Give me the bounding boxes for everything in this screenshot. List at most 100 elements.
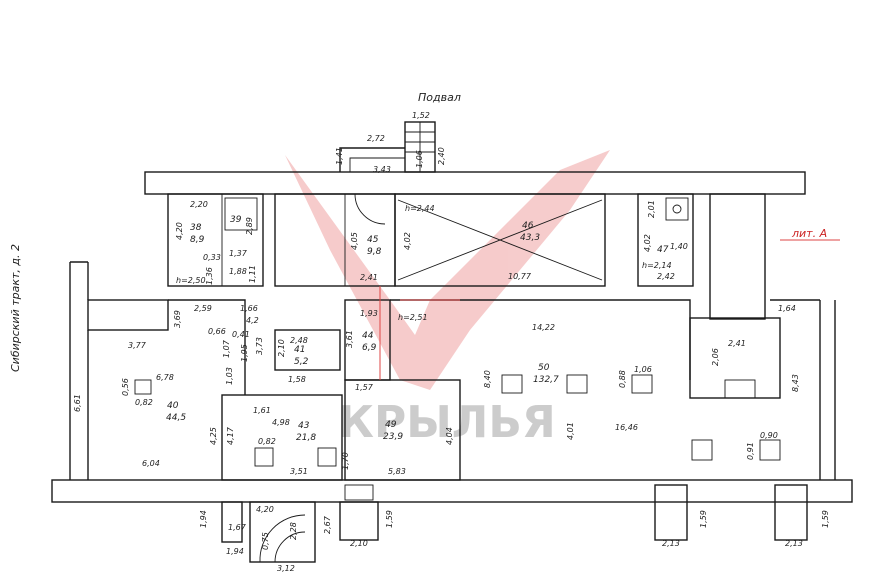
room-area: 132,7 (533, 375, 559, 385)
dimension: 1,37 (229, 249, 248, 258)
room-number: 41 (294, 345, 305, 355)
room-number: 38 (190, 223, 202, 233)
dimension: 2,41 (360, 273, 378, 282)
street-label: Сибирский тракт, д. 2 (9, 244, 22, 372)
watermark-logo (285, 150, 610, 390)
dimension: 8,40 (483, 370, 492, 388)
dimension: 2,40 (437, 147, 446, 165)
dimension: 1,58 (288, 375, 306, 384)
room-area: 43,3 (520, 233, 540, 243)
room-number: 44 (362, 331, 374, 341)
walls (51, 121, 853, 563)
dimension: 0,90 (760, 431, 778, 440)
room-number: 47 (657, 245, 669, 255)
dimension: 6,61 (73, 394, 82, 412)
dimension: 4,25 (209, 427, 218, 445)
dimension: 2,67 (323, 515, 332, 534)
room-number: 39 (230, 215, 242, 225)
room-area: 23,9 (383, 432, 403, 442)
dimension: 6,04 (142, 459, 160, 468)
room-number: 50 (538, 363, 550, 373)
dimension: 0,33 (203, 253, 221, 262)
dimension: 2,72 (367, 134, 385, 143)
room-area: 21,8 (296, 433, 316, 443)
dimension: 1,52 (412, 111, 430, 120)
dimension: 1,93 (360, 309, 378, 318)
dimension: 4,20 (175, 222, 184, 240)
dimension: 1,06 (634, 365, 652, 374)
dimension: 3,77 (128, 341, 147, 350)
dimension: 16,46 (615, 423, 638, 432)
dimension: 0,56 (121, 378, 130, 396)
dimension: 14,22 (532, 323, 555, 332)
dimension: 1,70 (341, 452, 350, 470)
dimension: 5,83 (388, 467, 406, 476)
dimension: 1,61 (253, 406, 271, 415)
dimension: 1,11 (248, 265, 257, 283)
dimension: 1,95 (240, 344, 249, 362)
dimension: 2,42 (657, 272, 675, 281)
dimension: 4,05 (350, 232, 359, 250)
dimension: 0,88 (618, 370, 627, 388)
dimension: 1,88 (229, 267, 247, 276)
dimension: 2,10 (277, 339, 286, 357)
dimension: 4,98 (272, 418, 290, 427)
dimension: 2,41 (728, 339, 746, 348)
dimension: 1,41 (335, 147, 344, 165)
dimension: 1,64 (778, 304, 796, 313)
room-area: 44,5 (166, 413, 186, 423)
room-labels: 38 8,9 39 45 9,8 46 43,3 47 41 5,2 44 6,… (166, 215, 669, 443)
dimension: 4,2 (246, 316, 259, 325)
watermark-text: КРЫЛЬЯ (338, 397, 556, 448)
dimension: 1,36 (205, 267, 214, 285)
dimension: 1,59 (821, 510, 830, 528)
dimension: 1,59 (699, 510, 708, 528)
plan-title: Подвал (418, 91, 461, 104)
room-number: 43 (298, 421, 310, 431)
dimension: 8,43 (791, 374, 800, 392)
dimension: 2,28 (289, 522, 298, 540)
dimension: 1,59 (385, 510, 394, 528)
dimension: 1,67 (228, 523, 247, 532)
dimension: 3,12 (277, 564, 295, 573)
dimension: 1,03 (225, 367, 234, 385)
dimension: 2,10 (350, 539, 368, 548)
height-label: h=2,51 (398, 313, 428, 322)
dimension: 4,04 (445, 427, 454, 445)
dimension: 2,48 (290, 336, 308, 345)
dimension: 6,78 (156, 373, 174, 382)
dimension: 4,02 (403, 232, 412, 250)
dimension: 4,02 (643, 234, 652, 252)
dimension: 3,61 (345, 330, 354, 348)
height-label: h=2,44 (405, 204, 435, 213)
height-labels: h=2,44 h=2,50 h=2,14 h=2,51 (176, 204, 672, 322)
dimension: 1,94 (226, 547, 244, 556)
dimension: 4,17 (226, 426, 235, 445)
room-area: 8,9 (190, 235, 205, 245)
dimension: 1,40 (670, 242, 688, 251)
dimension: 1,06 (415, 150, 424, 168)
dimension: 2,59 (194, 304, 212, 313)
room-area: 9,8 (367, 247, 382, 257)
dimension: 4,01 (566, 422, 575, 440)
dimension: 3,73 (255, 337, 264, 355)
dimension: 2,89 (245, 217, 254, 235)
dimension-labels: 1,52 2,72 1,41 3,43 1,06 2,40 2,20 4,20 … (73, 111, 830, 573)
dimension: 2,13 (785, 539, 803, 548)
dimension: 2,20 (190, 200, 208, 209)
dimension: 3,51 (290, 467, 308, 476)
dimension: 1,66 (240, 304, 258, 313)
lit-label: лит. А (791, 227, 827, 240)
dimension: 1,07 (222, 339, 231, 358)
dimension: 2,13 (662, 539, 680, 548)
dimension: 3,69 (173, 310, 182, 328)
dimension: 10,77 (508, 272, 532, 281)
dimension: 2,01 (647, 200, 656, 218)
dimension: 0,41 (232, 330, 250, 339)
room-number: 40 (167, 401, 179, 411)
dimension: 0,82 (135, 398, 153, 407)
dimension: 1,57 (355, 383, 374, 392)
height-label: h=2,14 (642, 261, 672, 270)
dimension: 0,66 (208, 327, 226, 336)
